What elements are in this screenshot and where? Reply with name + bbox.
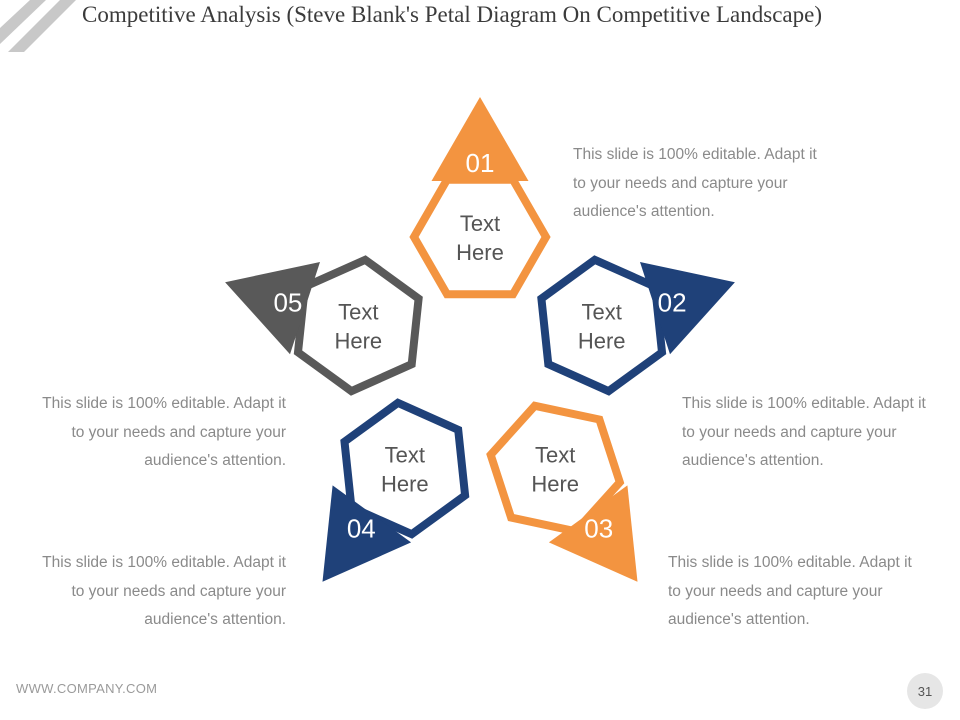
petal-hexagon <box>340 398 470 539</box>
petal-hexagon <box>537 255 667 396</box>
petal-hexagon <box>293 255 423 396</box>
petal-number: 03 <box>584 513 613 543</box>
petal-label-line1: Text <box>385 443 425 468</box>
description-bottom-right: This slide is 100% editable. Adapt it to… <box>668 554 912 628</box>
petal-number: 05 <box>273 288 302 318</box>
petal-triangle <box>548 485 638 582</box>
petal-label-line2: Here <box>578 328 626 353</box>
petal-triangle <box>431 97 529 181</box>
slide-title: Competitive Analysis (Steve Blank's Peta… <box>82 2 822 27</box>
page-number-badge: 31 <box>907 673 943 709</box>
petal-label-line2: Here <box>334 328 382 353</box>
petal-number: 04 <box>347 513 376 543</box>
petal-triangle <box>225 262 320 355</box>
petal-label-line1: Text <box>535 443 575 468</box>
description-top-right: This slide is 100% editable. Adapt it to… <box>573 146 817 220</box>
description-middle-left: This slide is 100% editable. Adapt it to… <box>42 395 286 469</box>
footer-url: WWW.COMPANY.COM <box>16 681 158 696</box>
petal-label-line2: Here <box>456 240 504 265</box>
petal-triangle <box>322 485 412 582</box>
petal-number: 02 <box>658 288 687 318</box>
petal-label-line1: Text <box>338 299 378 324</box>
petal-number: 01 <box>466 148 495 178</box>
petal-label-line1: Text <box>582 299 622 324</box>
petal-label-line2: Here <box>381 472 429 497</box>
petal-label-line1: Text <box>460 211 500 236</box>
description-bottom-left: This slide is 100% editable. Adapt it to… <box>42 554 286 628</box>
petal-hexagon <box>409 175 551 299</box>
description-middle-right: This slide is 100% editable. Adapt it to… <box>682 395 926 469</box>
petal-label-line2: Here <box>531 472 579 497</box>
corner-stripes-decoration <box>0 0 76 52</box>
petal-hexagon <box>486 401 625 536</box>
petal-triangle <box>640 262 735 355</box>
